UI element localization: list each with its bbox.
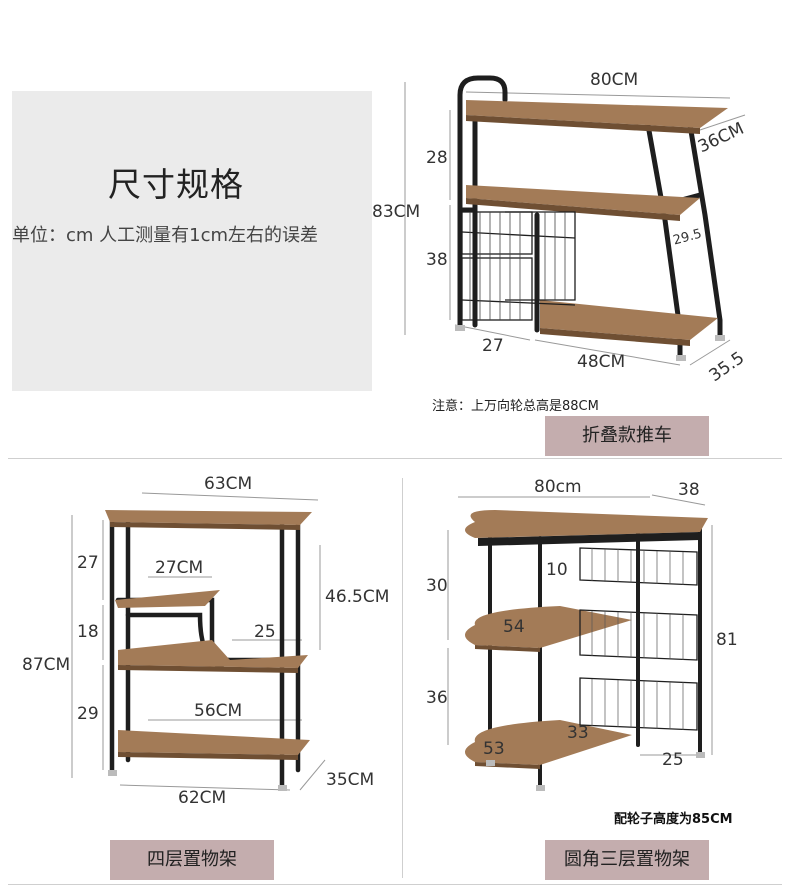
p1-base-left-label: 27 — [482, 336, 504, 356]
p1-wheel-note: 注意：上万向轮总高是88CM — [432, 399, 599, 414]
p1-base-right-label: 48CM — [577, 352, 626, 372]
p1-tier2-label: 38 — [426, 250, 448, 270]
p3-basket-label: 10 — [546, 560, 568, 580]
p2-height-label: 87CM — [22, 655, 71, 675]
p2-tier1-label: 27 — [77, 553, 99, 573]
p1-tier1-label: 28 — [426, 148, 448, 168]
p3-h2-label: 36 — [426, 688, 448, 708]
p3-depth-label: 38 — [678, 480, 700, 500]
p3-name-tag: 圆角三层置物架 — [545, 840, 709, 880]
p3-bottom-left-label: 53 — [483, 739, 505, 759]
section-divider — [8, 458, 782, 459]
round-shelf-illustration — [465, 510, 708, 791]
page-title: 尺寸规格 — [108, 165, 244, 204]
p2-shelf-width-label: 56CM — [194, 701, 243, 721]
unit-note: 单位：cm 人工测量有1cm左右的误差 — [12, 225, 319, 246]
p3-base-label: 25 — [662, 750, 684, 770]
p2-step-label: 25 — [254, 622, 276, 642]
p2-right-height-label: 46.5CM — [325, 587, 390, 607]
p3-width-label: 80cm — [534, 477, 582, 497]
four-tier-shelf-illustration — [105, 510, 312, 791]
p2-name-tag: 四层置物架 — [110, 840, 274, 880]
column-divider — [402, 478, 403, 878]
p3-h1-label: 30 — [426, 576, 448, 596]
p1-height-label: 83CM — [372, 202, 421, 222]
intro-panel — [12, 91, 372, 391]
p1-name-tag: 折叠款推车 — [545, 416, 709, 456]
bottom-divider — [8, 884, 782, 885]
p2-tier2-label: 18 — [77, 622, 99, 642]
p2-width-label: 63CM — [204, 474, 253, 494]
p3-wheel-note: 配轮子高度为85CM — [614, 812, 733, 827]
p3-mid-label: 54 — [503, 617, 525, 637]
p2-tier3-label: 29 — [77, 704, 99, 724]
p3-right-height-label: 81 — [716, 630, 738, 650]
p2-inner-width-label: 27CM — [155, 558, 204, 578]
folding-cart-illustration — [455, 75, 728, 361]
p2-depth-label: 35CM — [326, 770, 375, 790]
p1-width-label: 80CM — [590, 70, 639, 90]
p2-base-width-label: 62CM — [178, 788, 227, 808]
p3-bottom-right-label: 33 — [567, 723, 589, 743]
